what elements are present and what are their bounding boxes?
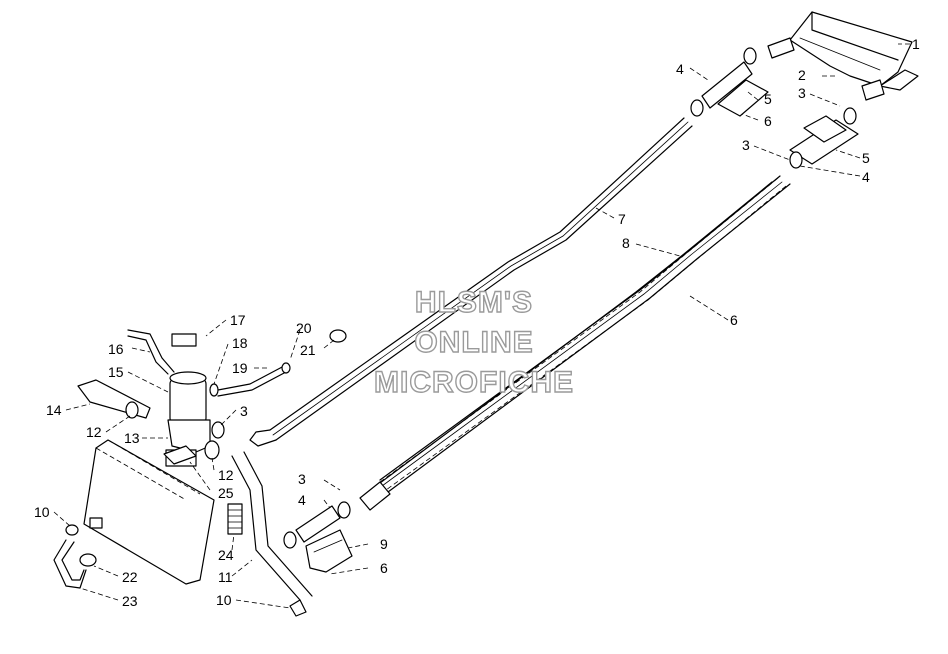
callout-6-upper: 6 [764,113,772,129]
callout-3-middle: 3 [742,137,750,153]
callout-7: 7 [618,211,626,227]
coolant-tank [83,439,215,585]
inlet-hose [77,379,151,419]
callout-12-right: 12 [218,467,234,483]
callout-11: 11 [218,569,233,585]
watermark-line-2: ONLINE [414,326,533,359]
callout-3-front: 3 [298,471,306,487]
callout-14: 14 [46,402,62,418]
callout-13: 13 [124,430,140,446]
callout-6-front: 6 [380,560,388,576]
callout-19: 19 [232,360,248,376]
coolant-tube-upper [249,117,693,447]
callout-24: 24 [218,547,234,563]
callout-5-lower: 5 [862,150,870,166]
leader-lines [53,43,910,609]
watermark-line-1: HLSM'S [415,286,533,319]
callout-4-lower: 4 [862,169,870,185]
callout-15: 15 [108,364,124,380]
callout-22: 22 [122,569,138,585]
callout-1: 1 [912,36,920,52]
drain-hose [53,524,97,589]
filler-bottle [165,333,211,467]
heat-exchanger-rear [767,11,919,101]
callout-8: 8 [622,235,630,251]
callout-10-upper: 10 [34,504,50,520]
overflow-hose [209,329,347,397]
lower-hose [231,451,313,617]
bracket [163,445,197,465]
coupler-group-upper [690,47,769,117]
callout-labels: 1 2 3 4 5 6 3 5 4 7 8 6 3 4 9 6 17 20 21… [34,36,920,609]
vent-hose [127,329,175,375]
callout-18: 18 [232,335,248,351]
callout-25: 25 [218,485,234,501]
coupler-group-lower [789,107,859,169]
callout-4-upper: 4 [676,61,684,77]
callout-3-bottle: 3 [240,403,248,419]
callout-17: 17 [230,312,246,328]
callout-16: 16 [108,341,124,357]
callout-20: 20 [296,320,312,336]
watermark-line-3: MICROFICHE [374,366,574,399]
callout-12-left: 12 [86,424,102,440]
spring [227,503,243,535]
callout-9: 9 [380,536,388,552]
callout-5-upper: 5 [764,91,772,107]
coolant-tube-lower [359,175,791,511]
watermark: HLSM'S ONLINE MICROFICHE [373,285,574,399]
callout-6-middle: 6 [730,312,738,328]
callout-23: 23 [122,593,138,609]
callout-2: 2 [798,67,806,83]
callout-10-lower: 10 [216,592,232,608]
callout-21: 21 [300,342,316,358]
coupler-group-front [283,501,353,573]
callout-4-front: 4 [298,492,306,508]
callout-3-upper-right: 3 [798,85,806,101]
